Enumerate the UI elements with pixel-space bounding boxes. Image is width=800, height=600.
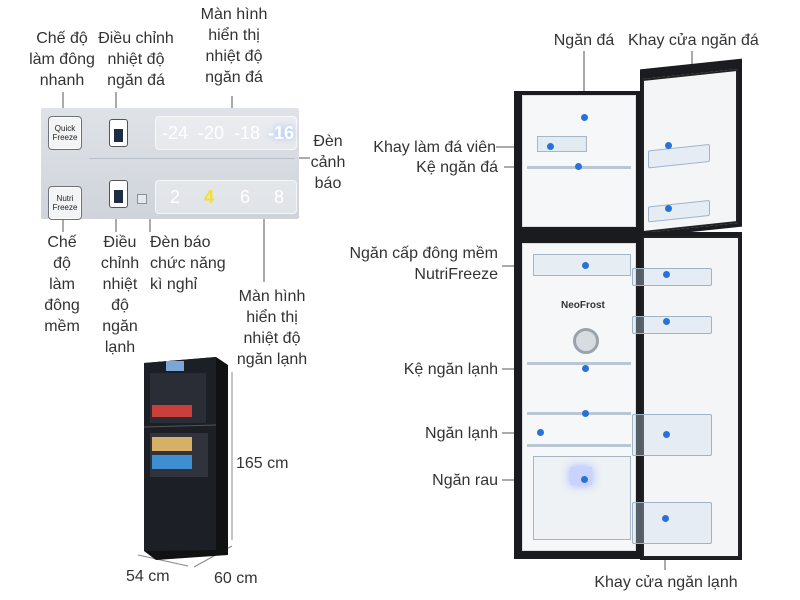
- drawer-light: [570, 467, 592, 485]
- label-holiday-light: Đèn báo chức năng kì nghỉ: [150, 234, 226, 293]
- freezer-door: [642, 68, 738, 234]
- label-freezer-door-tray: Khay cửa ngăn đá: [628, 32, 759, 49]
- dot-fridge-compartment: [537, 429, 544, 436]
- dot-freezer-compartment: [581, 114, 588, 121]
- fridge-temp-3: 6: [240, 187, 251, 207]
- fridge-shelf-2: [527, 412, 631, 415]
- label-fridge-display: Màn hình hiển thị nhiệt độ ngăn lạnh: [236, 288, 308, 368]
- fridge-door-tray-1: [632, 268, 712, 286]
- label-freezer-display: Màn hình hiển thị nhiệt độ ngăn đá: [200, 6, 268, 86]
- label-quick-freeze-mode: Chế độ làm đông nhanh: [29, 30, 95, 89]
- freezer-door-tray-2: [648, 199, 710, 223]
- fridge-temperature-display: 2 4 6 8: [155, 180, 297, 214]
- fridge-adjust-button[interactable]: [109, 180, 128, 208]
- fridge-shelf-1: [527, 362, 631, 365]
- ice-tray: [537, 136, 587, 152]
- fridge-shelf-3: [527, 444, 631, 447]
- freezer-cavity: [522, 95, 636, 227]
- neofrost-logo: NeoFrost: [561, 300, 605, 311]
- label-freezer-adjust: Điều chỉnh nhiệt độ ngăn đá: [98, 30, 174, 89]
- fridge-door-tray-4: [632, 502, 712, 544]
- dimension-width: 54 cm: [126, 568, 170, 585]
- dot-freezer-shelf: [575, 163, 582, 170]
- control-panel: Quick Freeze -24 -20 -18 -16 Nutri Freez…: [41, 108, 299, 220]
- fridge-cavity: NeoFrost: [522, 243, 636, 551]
- dimension-depth: 60 cm: [214, 570, 258, 587]
- label-freezer-shelf: Kệ ngăn đá: [416, 159, 498, 176]
- quick-freeze-button[interactable]: Quick Freeze: [48, 116, 82, 150]
- label-fridge-adjust: Điều chỉnh nhiệt độ ngăn lạnh: [100, 234, 140, 356]
- holiday-light-indicator: [137, 194, 147, 204]
- fridge-door: [632, 236, 740, 558]
- label-ice-tray: Khay làm đá viên: [373, 139, 496, 156]
- neofrost-fan: [573, 328, 599, 354]
- dot-vegetable-drawer: [581, 476, 588, 483]
- nutri-freeze-button[interactable]: Nutri Freeze: [48, 186, 82, 220]
- freezer-temp-1: -24: [162, 123, 189, 143]
- freezer-door-tray-1: [648, 143, 710, 169]
- dot-fridge-door-tray-4: [662, 515, 669, 522]
- dot-fridge-door-tray-2: [663, 318, 670, 325]
- vegetable-drawer: [533, 456, 631, 540]
- dimension-height: 165 cm: [236, 455, 289, 472]
- dot-nutrifreeze: [582, 262, 589, 269]
- freezer-temp-selected: -16: [268, 123, 295, 143]
- fridge-temp-selected: 4: [204, 187, 215, 207]
- dot-freezer-door-tray-2: [665, 205, 672, 212]
- fridge-temp-1: 2: [170, 187, 181, 207]
- open-fridge: NeoFrost: [514, 91, 642, 559]
- label-fridge-shelf: Kệ ngăn lạnh: [403, 361, 498, 378]
- dot-freezer-door-tray-1: [665, 142, 672, 149]
- fridge-door-tray-3: [632, 414, 712, 456]
- dot-fridge-door-tray-3: [663, 431, 670, 438]
- fridge-door-tray-2: [632, 316, 712, 334]
- dimension-width-line: [137, 554, 189, 567]
- freezer-temp-3: -18: [234, 123, 261, 143]
- dot-ice-tray: [547, 143, 554, 150]
- freezer-adjust-button[interactable]: [109, 119, 128, 147]
- label-nutri-freeze-mode: Chế độ làm đông mềm: [44, 234, 80, 335]
- fridge-product-image: [143, 357, 228, 560]
- freezer-temperature-display: -24 -20 -18 -16: [155, 116, 297, 150]
- label-vegetable-drawer: Ngăn rau: [432, 472, 498, 489]
- panel-divider: [89, 158, 295, 159]
- freezer-temp-2: -20: [198, 123, 225, 143]
- label-fridge-compartment: Ngăn lạnh: [425, 425, 498, 442]
- fridge-temp-4: 8: [274, 187, 285, 207]
- dot-fridge-shelf-lower: [582, 410, 589, 417]
- label-warning-light: Đèn cảnh báo: [310, 133, 346, 192]
- label-fridge-door-tray: Khay cửa ngăn lạnh: [594, 574, 738, 591]
- label-freezer-compartment: Ngăn đá: [553, 32, 615, 49]
- label-nutrifreeze: Ngăn cấp đông mềm NutriFreeze: [349, 245, 498, 283]
- dot-fridge-door-tray-1: [663, 271, 670, 278]
- dot-fridge-shelf: [582, 365, 589, 372]
